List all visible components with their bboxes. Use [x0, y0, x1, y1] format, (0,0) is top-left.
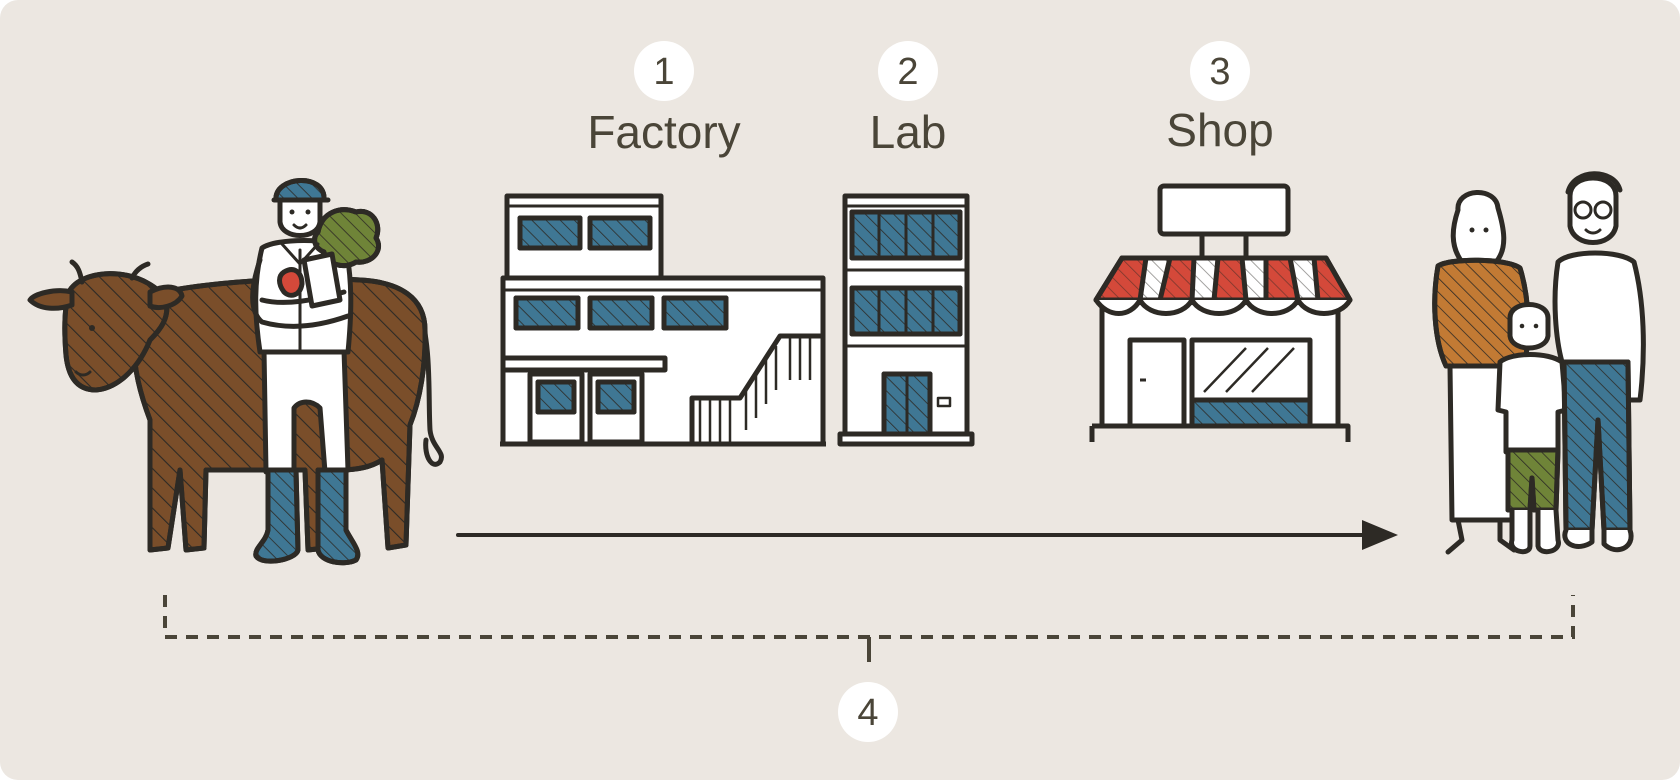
- step-1-label: Factory: [587, 106, 740, 158]
- step-1-number: 1: [653, 51, 674, 93]
- factory-illustration: [500, 193, 826, 447]
- step-4-number: 4: [857, 692, 878, 734]
- step-2-badge: 2: [878, 41, 938, 101]
- step-2-label: Lab: [870, 106, 947, 158]
- step-1-badge: 1: [634, 41, 694, 101]
- farmer-illustration: [250, 178, 381, 566]
- family-illustration: [1432, 171, 1646, 555]
- step-3-badge: 3: [1190, 41, 1250, 101]
- flow-arrow: [456, 520, 1398, 550]
- step-3-label: Shop: [1166, 104, 1273, 156]
- step-3-number: 3: [1209, 51, 1230, 93]
- step-2-number: 2: [897, 51, 918, 93]
- lab-illustration: [837, 193, 975, 447]
- span-bracket: [163, 595, 1575, 662]
- step-4-badge: 4: [838, 682, 898, 742]
- shop-illustration: [1089, 183, 1353, 442]
